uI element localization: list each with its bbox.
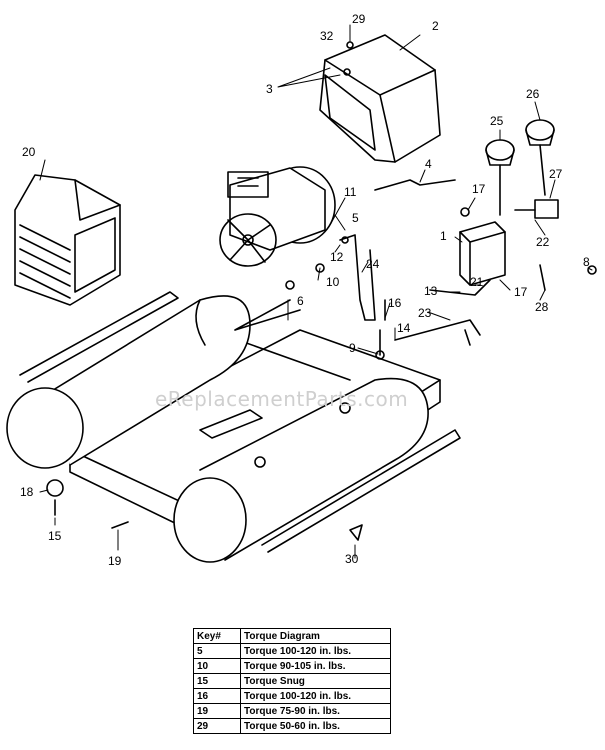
motor-pump-assembly [219, 166, 336, 267]
torque-key-cell: 10 [193, 658, 241, 674]
table-row: 19 Torque 75-90 in. lbs. [193, 703, 391, 719]
callout-14: 14 [397, 321, 411, 335]
table-row: 29 Torque 50-60 in. lbs. [193, 718, 391, 734]
air-lines [234, 179, 546, 356]
callout-17a: 17 [472, 182, 486, 196]
torque-value-cell: Torque 75-90 in. lbs. [240, 703, 391, 719]
callout-23: 23 [418, 306, 432, 320]
callout-28: 28 [535, 300, 549, 314]
callout-13: 13 [424, 284, 438, 298]
torque-key-cell: 5 [193, 643, 241, 659]
callout-1: 1 [440, 229, 447, 243]
callout-9: 9 [349, 341, 356, 355]
regulator-27 [514, 199, 559, 219]
shroud-20 [14, 174, 121, 306]
callout-18: 18 [20, 485, 34, 499]
cover-2 [319, 34, 441, 163]
torque-key-cell: 16 [193, 688, 241, 704]
callout-19: 19 [108, 554, 122, 568]
callout-20: 20 [22, 145, 36, 159]
exploded-parts-diagram [6, 24, 597, 563]
callout-12: 12 [330, 250, 344, 264]
torque-key-cell: 29 [193, 718, 241, 734]
callout-10: 10 [326, 275, 340, 289]
pressure-switch-1 [459, 221, 506, 286]
watermark-text: eReplacementParts.com [155, 387, 409, 411]
leader-lines [39, 24, 593, 559]
callout-22: 22 [536, 235, 550, 249]
callout-2: 2 [432, 19, 439, 33]
callout-5: 5 [352, 211, 359, 225]
air-tank-left [6, 295, 251, 469]
torque-value-cell: Torque 50-60 in. lbs. [240, 718, 391, 734]
callout-30: 30 [345, 552, 359, 566]
table-row: 15 Torque Snug [193, 673, 391, 689]
air-tank-right [173, 377, 429, 563]
hardware [46, 41, 597, 541]
torque-key-cell: 19 [193, 703, 241, 719]
callout-26: 26 [526, 87, 540, 101]
torque-header-key: Key# [193, 628, 241, 644]
torque-table-header-row: Key# Torque Diagram [193, 628, 391, 644]
callout-4: 4 [425, 157, 432, 171]
torque-value-cell: Torque 90-105 in. lbs. [240, 658, 391, 674]
callout-17b: 17 [514, 285, 528, 299]
callout-29: 29 [352, 12, 366, 26]
table-row: 16 Torque 100-120 in. lbs. [193, 688, 391, 704]
torque-table: Key# Torque Diagram 5 Torque 100-120 in.… [193, 628, 391, 734]
callout-16: 16 [388, 296, 402, 310]
callout-6: 6 [297, 294, 304, 308]
gauge-25 [485, 139, 515, 216]
torque-value-cell: Torque Snug [240, 673, 391, 689]
callout-15: 15 [48, 529, 62, 543]
table-row: 10 Torque 90-105 in. lbs. [193, 658, 391, 674]
callout-27: 27 [549, 167, 563, 181]
torque-header-diagram: Torque Diagram [240, 628, 391, 644]
gauge-26 [525, 119, 555, 196]
callout-25: 25 [490, 114, 504, 128]
table-row: 5 Torque 100-120 in. lbs. [193, 643, 391, 659]
callout-11: 11 [344, 185, 357, 199]
callout-8: 8 [583, 255, 590, 269]
torque-value-cell: Torque 100-120 in. lbs. [240, 688, 391, 704]
torque-value-cell: Torque 100-120 in. lbs. [240, 643, 391, 659]
torque-key-cell: 15 [193, 673, 241, 689]
callout-24: 24 [366, 257, 380, 271]
callout-21: 21 [470, 275, 484, 289]
callout-32: 32 [320, 29, 334, 43]
callout-3: 3 [266, 82, 273, 96]
